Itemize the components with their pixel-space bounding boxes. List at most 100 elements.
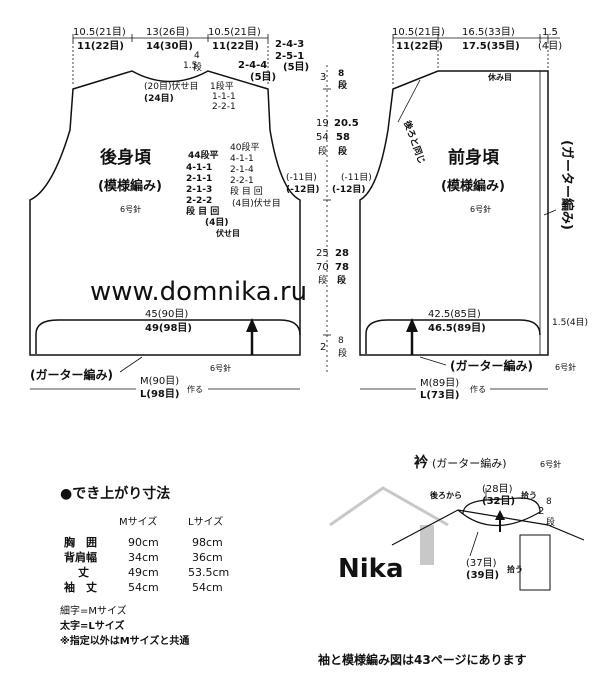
back-hem-width-m: 45(90目) [145,309,188,320]
front-armhole-sts-l: (-12目) [332,184,366,195]
back-right-shoulder-l: 11(22目) [212,40,259,52]
back-left-shoulder-l: 11(22目) [77,40,124,52]
back-left-armhole-instructions: 44段平 4-1-1 2-1-1 2-1-3 2-2-2 段 目 回 (4目) … [186,149,240,238]
nika-logo-text: Nika [338,554,404,584]
front-rest-stitches: 休み目 [487,72,512,82]
back-neck-dec-3: 2-2-1 [212,102,236,112]
front-body-piece [359,70,549,356]
body-rows-unit-l: 段 [337,274,347,286]
back-neck-rows-a: 4 [194,51,200,61]
sizes-note-1: 細字=Mサイズ [60,604,127,617]
back-neck-bindoff-l: (24目) [144,93,174,104]
armhole-len-l: 20.5 [334,118,359,129]
sizes-row-m: 54cm [128,581,159,594]
sizes-row-m: 90cm [128,536,159,549]
sizes-row-l: 36cm [192,551,223,564]
front-hem-width-m: 42.5(85目) [428,309,481,320]
footer-note: 袖と模様編み図は43ページにあります [318,652,526,667]
svg-text:段 目 回: 段 目 回 [230,185,263,197]
sizes-row-label: 背肩幅 [64,550,97,564]
collar-pick2: 拾う [507,564,523,574]
armhole-rows-unit-m: 段 [318,145,327,157]
collar-back-sts-m: (28目) [482,484,513,495]
back-subtitle: (模様編み) [98,178,162,194]
collar-back-sts-l: (32目) [482,495,515,507]
sizes-row-label: 袖 丈 [64,580,97,594]
front-side-band-label: (ガーター編み) [559,140,575,230]
front-cast-suffix: 作る [470,384,486,394]
sizes-row-l: 53.5cm [188,566,229,579]
collar-subtitle: (ガーター編み) [432,456,507,470]
svg-text:伏せ目: 伏せ目 [216,228,240,238]
sizes-row-m: 34cm [128,551,159,564]
back-shoulder-dec-4: 2-4-4 [238,60,267,71]
sizes-note-2: 太字=Lサイズ [59,619,124,632]
back-up-arrow [246,318,258,355]
svg-text:44段平: 44段平 [188,149,219,161]
back-hem-width-l: 49(98目) [145,322,192,334]
body-len-m: 25 [316,248,329,259]
back-cast-l: L(98目) [140,388,179,400]
sizes-header-m: Mサイズ [119,515,157,528]
collar-front-sts-m: (37目) [466,558,497,569]
band-len: 2 [320,342,326,353]
svg-text:2-2-2: 2-2-2 [186,196,212,206]
neck-depth-rows-a: 8 [338,69,344,79]
front-cast-m: M(89目) [420,378,459,389]
back-shoulder-dec-3: (5目) [283,61,309,73]
back-right-shoulder-m: 10.5(21目) [208,27,261,38]
body-len-l: 28 [335,248,349,259]
collar-rows-b: 8 [546,497,552,507]
back-armhole-sts-m: (-11目) [286,172,317,183]
sizes-note-3: ※指定以外はMサイズと共通 [60,634,189,647]
svg-text:40段平: 40段平 [230,141,259,153]
collar-needle: 6号針 [540,459,561,469]
svg-text:2-1-3: 2-1-3 [186,185,212,195]
back-right-armhole-instructions: 40段平 4-1-1 2-1-4 2-2-1 段 目 回 (4目)伏せ目 [230,141,281,209]
back-neck-rows-b: 段 [193,61,202,73]
svg-text:(4目): (4目) [205,217,229,228]
front-shoulder-l: 11(22目) [396,40,443,52]
watermark-text: www.domnika.ru [90,277,307,307]
sizes-header-l: Lサイズ [188,515,223,528]
svg-text:(4目)伏せ目: (4目)伏せ目 [232,197,281,209]
neck-depth: 3 [320,72,326,83]
svg-text:2-1-4: 2-1-4 [230,165,254,175]
back-top-dimensions [72,34,269,85]
svg-text:4-1-1: 4-1-1 [186,163,212,173]
body-rows-unit-m: 段 [318,274,327,286]
back-cast-m: M(90目) [140,376,179,387]
collar-pick: 拾う [521,490,537,500]
collar-title: 衿 [414,454,429,471]
back-shoulder-dec-2: 2-5-1 [275,51,304,62]
front-armhole-sts-m: (-11目) [341,172,372,183]
front-band-needle: 6号針 [555,362,576,372]
sizes-row-label: 胸 囲 [64,535,97,549]
collar-arrow [495,510,505,532]
svg-text:2-2-1: 2-2-1 [230,176,254,186]
back-band-label: (ガーター編み) [30,367,113,382]
collar-from-back: 後ろから [430,490,462,500]
front-hem-width-l: 46.5(89目) [428,322,486,334]
back-neck-dec-2: 1-1-1 [212,92,236,102]
nika-logo: Nika [329,486,449,584]
back-left-shoulder-m: 10.5(21目) [73,27,126,38]
front-same-as-back: 後ろと同じ [401,119,428,165]
sizes-row-label: 丈 [78,565,89,579]
sizes-table: Mサイズ Lサイズ 胸 囲 90cm 98cm 背肩幅 34cm 36cm 丈 … [64,515,229,594]
front-top-dimensions [392,34,560,85]
svg-text:2-1-1: 2-1-1 [186,174,212,184]
body-rows-m: 70 [316,262,329,273]
back-title: 後身頃 [100,147,152,168]
sizes-row-l: 98cm [192,536,223,549]
sizes-title: ●でき上がり寸法 [60,485,170,502]
sizes-row-l: 54cm [192,581,223,594]
back-neck-small: 1.5 [183,61,197,71]
front-width-l: 17.5(35目) [462,40,520,52]
back-needle: 6号針 [120,204,141,214]
back-cast-suffix: 作る [187,384,203,394]
svg-text:4-1-1: 4-1-1 [230,154,254,164]
band-rows-b: 段 [338,347,347,359]
sizes-row-m: 49cm [128,566,159,579]
